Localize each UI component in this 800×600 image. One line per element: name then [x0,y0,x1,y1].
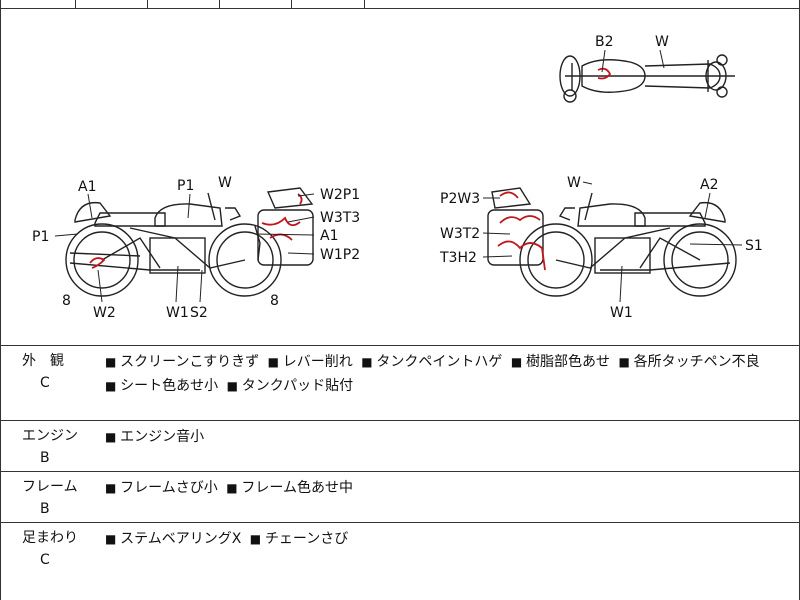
section-items-exterior: スクリーンこすりきず レバー削れ タンクペイントハゲ 樹脂部色あせ 各所タッチペ… [105,350,790,398]
section-items-suspension: ステムベアリングX チェーンさび [105,527,790,551]
right-label-t3h2: T3H2 [439,250,477,266]
header-cell-divider [219,0,221,8]
section-grade-suspension: C [40,552,50,568]
right-label-w1-engine: W1 [610,305,633,321]
exterior-item: 樹脂部色あせ [511,354,610,370]
header-strip [0,0,800,9]
right-label-s1: S1 [745,238,763,254]
left-label-8-front: 8 [62,293,71,309]
top-view-label-w: W [655,34,669,50]
section-grade-engine: B [40,450,50,466]
exterior-item: タンクパッド貼付 [227,378,353,394]
suspension-item: ステムベアリングX [105,531,241,547]
section-suspension: 足まわり C ステムベアリングX チェーンさび [0,523,800,600]
left-label-w2-exhaust: W2 [93,305,116,321]
right-label-a2-seat: A2 [700,177,718,193]
section-label-exterior: 外 観 [22,353,64,369]
right-side-motorcycle [487,187,737,297]
right-side-leader-lines [482,181,743,303]
left-label-w2p1: W2P1 [320,187,360,203]
right-label-w-bar: W [567,175,581,191]
left-label-w1p2: W1P2 [320,247,360,263]
left-label-w1-engine: W1 [166,305,189,321]
section-label-frame: フレーム [22,479,78,495]
left-label-p1-tank: P1 [177,178,194,194]
left-label-s2-frame: S2 [190,305,208,321]
right-label-p2w3: P2W3 [440,191,480,207]
engine-item: エンジン音小 [105,429,204,445]
frame-item: フレームさび小 [105,480,218,496]
sheet-border-left [0,0,1,600]
right-label-w3t2: W3T2 [440,226,480,242]
left-label-w3t3: W3T3 [320,210,360,226]
section-label-suspension: 足まわり [22,530,78,546]
exterior-item: シート色あせ小 [105,378,218,394]
left-label-w-bar: W [218,175,232,191]
section-items-frame: フレームさび小 フレーム色あせ中 [105,476,790,500]
left-side-leader-lines [54,193,315,303]
right-side-damage-marks [497,191,546,271]
exterior-item: タンクペイントハゲ [361,354,502,370]
section-exterior: 外 観 C スクリーンこすりきず レバー削れ タンクペイントハゲ 樹脂部色あせ … [0,346,800,421]
header-cell-divider [291,0,293,8]
top-view-label-b2: B2 [595,34,614,50]
left-label-p1-front: P1 [32,229,49,245]
left-side-motorcycle [65,187,314,297]
section-grade-frame: B [40,501,50,517]
header-cell-divider [364,0,366,8]
header-cell-divider [147,0,149,8]
suspension-item: チェーンさび [250,531,348,547]
section-label-engine: エンジン [22,428,78,444]
section-items-engine: エンジン音小 [105,425,790,449]
left-label-a1-box: A1 [320,228,338,244]
exterior-item: レバー削れ [268,354,353,370]
exterior-item: 各所タッチペン不良 [618,354,759,370]
motorcycle-diagram-svg: B2 W [32,34,763,321]
exterior-item: スクリーンこすりきず [105,354,259,370]
left-label-8-rear: 8 [270,293,279,309]
section-frame: フレーム B フレームさび小 フレーム色あせ中 [0,472,800,523]
section-engine: エンジン B エンジン音小 [0,421,800,472]
top-view-motorcycle [559,54,735,103]
left-label-a1-front: A1 [78,179,96,195]
damage-diagram: B2 W [0,8,800,346]
frame-item: フレーム色あせ中 [226,480,353,496]
header-cell-divider [75,0,77,8]
section-grade-exterior: C [40,375,50,391]
